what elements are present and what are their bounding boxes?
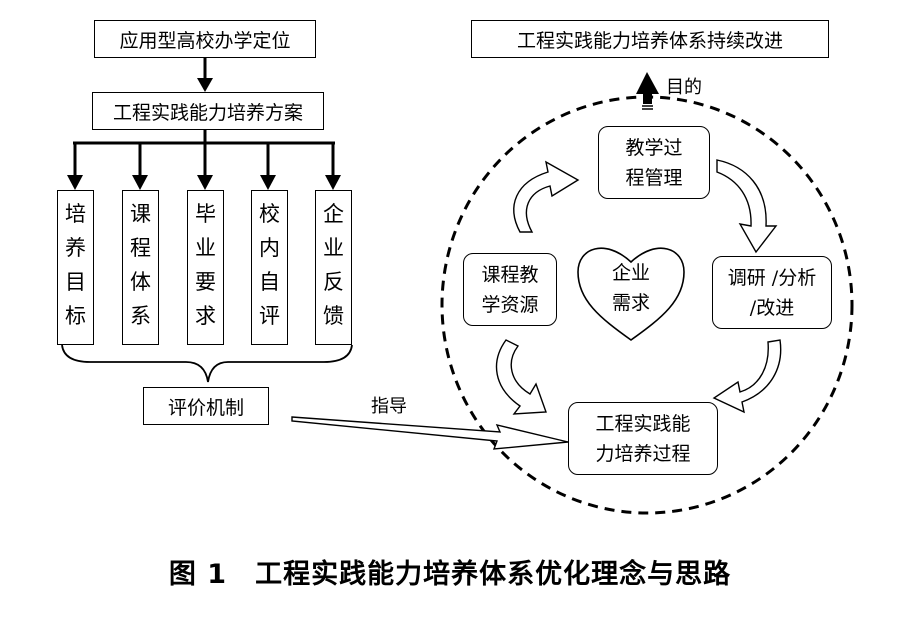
column-label: 课程体系 (130, 202, 151, 328)
cycle-arrow-lower-right (712, 339, 782, 414)
node-line: 课程教 (481, 263, 539, 286)
cycle-arrow-upper-left (513, 160, 580, 233)
figure-caption: 图 1 工程实践能力培养体系优化理念与思路 (168, 559, 732, 590)
continuous-improvement-box: 工程实践能力培养体系持续改进 (471, 20, 829, 58)
column-training-goals: 培养目标 (57, 190, 94, 345)
heart-shape (577, 247, 685, 341)
node-training-process: 工程实践能 力培养过程 (568, 402, 718, 475)
column-label: 校内自评 (259, 202, 280, 328)
node-course-resources: 课程教 学资源 (463, 253, 557, 326)
node-line: 教学过 (625, 136, 683, 159)
node-line: 力培养过程 (595, 442, 691, 465)
node-teaching-process: 教学过 程管理 (598, 126, 710, 199)
guide-label: 指导 (371, 396, 407, 417)
column-label: 毕业要求 (195, 202, 216, 328)
cycle-arrow-upper-right (716, 159, 778, 254)
column-label: 培养目标 (65, 202, 86, 328)
node-line: 工程实践能 (595, 412, 691, 435)
node-line: 学资源 (481, 293, 539, 316)
evaluation-mechanism-box: 评价机制 (143, 387, 269, 425)
guide-arrow (291, 416, 569, 450)
brace (61, 344, 353, 383)
heart-line: 企业 (611, 262, 650, 284)
positioning-box: 应用型高校办学定位 (94, 20, 316, 58)
column-enterprise-feedback: 企业反馈 (315, 190, 352, 345)
heart-label: 企业 需求 (600, 258, 662, 318)
column-graduation-requirements: 毕业要求 (187, 190, 224, 345)
column-curriculum: 课程体系 (122, 190, 159, 345)
column-label: 企业反馈 (323, 202, 344, 328)
column-self-evaluation: 校内自评 (251, 190, 288, 345)
node-line: /改进 (749, 296, 795, 319)
cycle-arrow-lower-left (495, 339, 547, 415)
arrow-top-to-scheme (197, 56, 213, 92)
node-line: 调研 /分析 (727, 266, 817, 289)
goal-label: 目的 (666, 77, 702, 98)
distribution-bar (73, 128, 335, 145)
heart-line: 需求 (611, 292, 650, 314)
node-research-analysis: 调研 /分析 /改进 (712, 256, 832, 329)
column-arrows (67, 143, 341, 190)
training-scheme-box: 工程实践能力培养方案 (92, 92, 324, 130)
goal-arrow (636, 72, 659, 110)
node-line: 程管理 (625, 166, 683, 189)
